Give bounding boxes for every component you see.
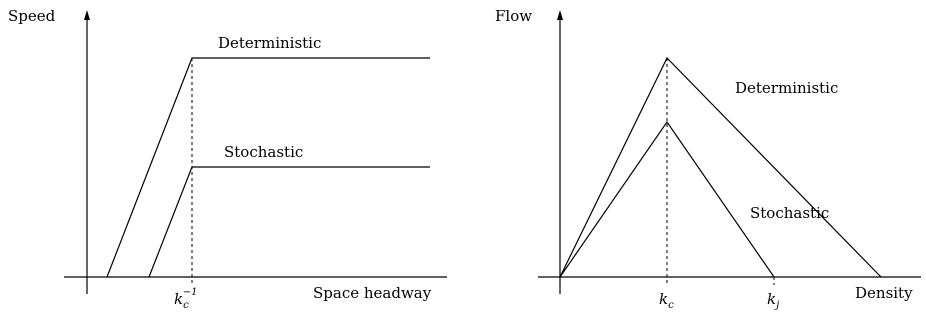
right-critical-density-tick-label: kc <box>659 290 674 311</box>
left-stochastic-curve <box>148 166 430 278</box>
left-critical-headway-tick-label: kc−1 <box>174 287 197 311</box>
left-deterministic-label: Deterministic <box>218 34 321 52</box>
right-stochastic-curve <box>559 120 775 278</box>
right-y-axis-arrowhead <box>557 10 563 20</box>
flow-density-diagram: Flow Density Deterministic Stochastic kc… <box>495 7 921 311</box>
right-deterministic-label: Deterministic <box>735 79 838 97</box>
left-stochastic-label: Stochastic <box>224 143 303 161</box>
right-stochastic-label: Stochastic <box>750 204 829 222</box>
right-y-axis-label: Flow <box>495 7 532 25</box>
left-y-axis-label: Speed <box>8 7 56 25</box>
left-x-axis-label: Space headway <box>313 284 432 302</box>
speed-headway-diagram: Speed Space headway Deterministic Stocha… <box>8 7 447 311</box>
left-y-axis-arrowhead <box>84 10 90 20</box>
right-x-axis-label: Density <box>855 284 913 302</box>
right-jam-density-tick-label: kj <box>767 290 779 311</box>
